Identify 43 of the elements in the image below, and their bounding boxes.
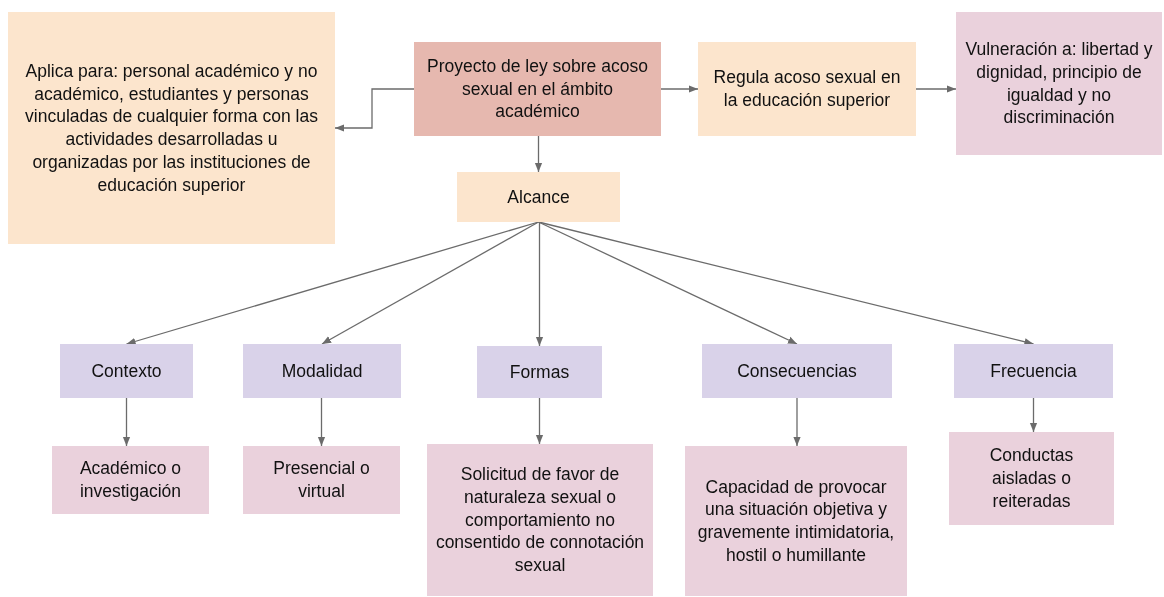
box-text: Vulneración a: libertad y dignidad, principio de igualdad y no discriminación (964, 38, 1154, 129)
arrow (793, 397, 801, 447)
detail-box (243, 446, 400, 514)
main-box (414, 42, 661, 136)
category-box (702, 344, 892, 398)
box-text: Regula acoso sexual en la educación superior (712, 66, 902, 112)
detail-box (949, 432, 1114, 525)
category-box (477, 346, 602, 398)
box-text: Presencial o virtual (272, 457, 371, 503)
detail-box (685, 446, 907, 596)
box-text: Capacidad de provocar una situación objetiva y gravemente intimidatoria, hostil o humillante (696, 475, 896, 567)
box-text: Modalidad (281, 359, 363, 383)
arrow (537, 221, 1035, 346)
box-text: Aplica para: personal académico y no académico, estudiantes y personas vinculadas de cualquier forma con las actividades desarrolladas u organizadas por las instituciones de educación superior (24, 59, 319, 197)
arrow (535, 221, 544, 347)
box-text: Proyecto de ley sobre acoso sexual en el ámbito académico (426, 54, 649, 124)
process-box (457, 172, 620, 222)
note-box (956, 12, 1162, 155)
box-text: Consecuencias (737, 359, 857, 383)
category-box (60, 344, 193, 398)
detail-box (427, 444, 653, 596)
arrow (660, 85, 699, 93)
box-text: Contexto (91, 359, 162, 383)
arrow (122, 397, 131, 447)
arrow (534, 135, 543, 173)
box-text: Formas (509, 360, 570, 384)
arrow (535, 397, 544, 445)
note-box (8, 12, 335, 244)
arrow (1029, 397, 1038, 433)
process-box (698, 42, 916, 136)
arrow (317, 397, 326, 447)
box-text: Conductas aisladas o reiteradas (988, 444, 1075, 513)
arrow (334, 88, 415, 132)
box-text: Alcance (507, 185, 570, 209)
category-box (243, 344, 401, 398)
box-text: Solicitud de favor de naturaleza sexual o comportamiento no consentido de connotación sexual (435, 463, 645, 577)
box-text: Frecuencia (990, 359, 1077, 383)
box-text: Académico o investigación (78, 457, 183, 503)
arrow (537, 221, 798, 345)
detail-box (52, 446, 209, 514)
category-box (954, 344, 1113, 398)
arrow (321, 221, 540, 345)
arrow (915, 85, 957, 93)
